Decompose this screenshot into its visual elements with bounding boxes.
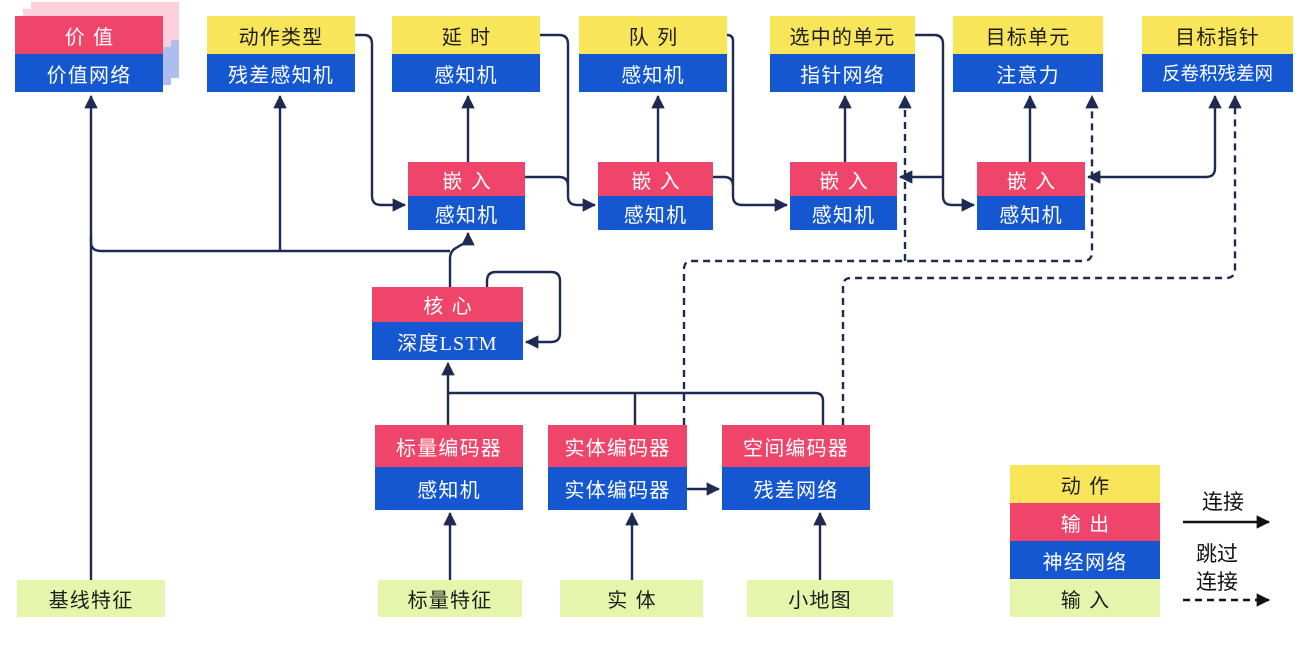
legend-network: 神经网络 bbox=[1010, 541, 1160, 579]
spatial-encoder: 空间编码器 残差网络 bbox=[722, 425, 870, 510]
embedding-output-box: 嵌入 bbox=[977, 162, 1085, 196]
edge-lstm-loop bbox=[485, 270, 562, 349]
value-network-box: 价值网络 bbox=[15, 54, 163, 92]
embedding-1: 嵌入 感知机 bbox=[408, 162, 525, 230]
entity-encoder-output-box: 实体编码器 bbox=[548, 425, 687, 467]
skip-spatialenc-to-deconv bbox=[841, 94, 1242, 425]
embedding-network-box: 感知机 bbox=[408, 196, 525, 230]
target-unit-network-box: 注意力 bbox=[953, 54, 1103, 92]
scalar-encoder-network-box: 感知机 bbox=[375, 467, 523, 510]
edge-queue-to-embed3 bbox=[726, 33, 789, 212]
baseline-features-box: 基线特征 bbox=[17, 580, 165, 617]
target-unit-action-box: 目标单元 bbox=[953, 16, 1103, 54]
legend-input: 输入 bbox=[1010, 579, 1160, 617]
edge-core-horizontal bbox=[89, 236, 450, 253]
target-point-action-box: 目标指针 bbox=[1142, 16, 1293, 54]
input-entities: 实体 bbox=[560, 580, 703, 617]
input-scalar-features: 标量特征 bbox=[378, 580, 522, 617]
legend: 动作 输出 神经网络 输入 bbox=[1010, 465, 1160, 617]
minimap-box: 小地图 bbox=[747, 580, 893, 617]
skip-entityenc-to-attention bbox=[682, 94, 1099, 425]
selected-units-network-box: 指针网络 bbox=[770, 54, 915, 92]
scalar-encoder: 标量编码器 感知机 bbox=[375, 425, 523, 510]
embedding-2: 嵌入 感知机 bbox=[598, 162, 713, 230]
head-action-type: 动作类型 残差感知机 bbox=[207, 16, 355, 92]
legend-skip-label-line2: 连接 bbox=[1196, 570, 1238, 594]
input-baseline-features: 基线特征 bbox=[17, 580, 165, 617]
edge-core-to-embed1 bbox=[448, 231, 475, 287]
edge-selected-to-embed4 bbox=[915, 33, 976, 212]
edge-delay-to-embed2 bbox=[540, 33, 597, 212]
core-node: 核心 深度LSTM bbox=[372, 287, 523, 360]
embedding-3: 嵌入 感知机 bbox=[790, 162, 897, 230]
embedding-output-box: 嵌入 bbox=[598, 162, 713, 196]
edge-collector bbox=[448, 391, 825, 425]
legend-output: 输出 bbox=[1010, 503, 1160, 541]
delay-action-box: 延时 bbox=[392, 16, 540, 54]
edge-actiontype-to-embed1 bbox=[355, 33, 407, 212]
entities-box: 实体 bbox=[560, 580, 703, 617]
head-queue: 队列 感知机 bbox=[579, 16, 727, 92]
target-point-network-box: 反卷积残差网 bbox=[1142, 54, 1293, 92]
entity-encoder-network-box: 实体编码器 bbox=[548, 467, 687, 510]
spatial-encoder-output-box: 空间编码器 bbox=[722, 425, 870, 467]
embedding-network-box: 感知机 bbox=[977, 196, 1085, 230]
embedding-network-box: 感知机 bbox=[598, 196, 713, 230]
embedding-network-box: 感知机 bbox=[790, 196, 897, 230]
core-output-box: 核心 bbox=[372, 287, 523, 322]
embedding-output-box: 嵌入 bbox=[408, 162, 525, 196]
head-selected-units: 选中的单元 指针网络 bbox=[770, 16, 915, 92]
input-minimap: 小地图 bbox=[747, 580, 893, 617]
edge-embed4-to-deconv bbox=[1086, 94, 1222, 184]
delay-network-box: 感知机 bbox=[392, 54, 540, 92]
edge-embed2-out bbox=[713, 175, 735, 187]
head-target-point: 目标指针 反卷积残差网 bbox=[1142, 16, 1293, 92]
value-output-box: 价值 bbox=[15, 16, 163, 54]
head-delay: 延时 感知机 bbox=[392, 16, 540, 92]
head-value: 价值 价值网络 bbox=[15, 16, 163, 92]
scalar-encoder-output-box: 标量编码器 bbox=[375, 425, 523, 467]
action-type-action-box: 动作类型 bbox=[207, 16, 355, 54]
queue-action-box: 队列 bbox=[579, 16, 727, 54]
legend-skip-label-line1: 跳过 bbox=[1196, 542, 1238, 566]
entity-encoder: 实体编码器 实体编码器 bbox=[548, 425, 687, 510]
action-type-network-box: 残差感知机 bbox=[207, 54, 355, 92]
edge-embed1-out bbox=[525, 175, 570, 187]
legend-action: 动作 bbox=[1010, 465, 1160, 503]
embedding-4: 嵌入 感知机 bbox=[977, 162, 1085, 230]
selected-units-action-box: 选中的单元 bbox=[770, 16, 915, 54]
scalar-features-box: 标量特征 bbox=[378, 580, 522, 617]
queue-network-box: 感知机 bbox=[579, 54, 727, 92]
embedding-output-box: 嵌入 bbox=[790, 162, 897, 196]
legend-connect-label: 连接 bbox=[1202, 490, 1244, 514]
spatial-encoder-network-box: 残差网络 bbox=[722, 467, 870, 510]
head-target-unit: 目标单元 注意力 bbox=[953, 16, 1103, 92]
core-network-box: 深度LSTM bbox=[372, 322, 523, 360]
